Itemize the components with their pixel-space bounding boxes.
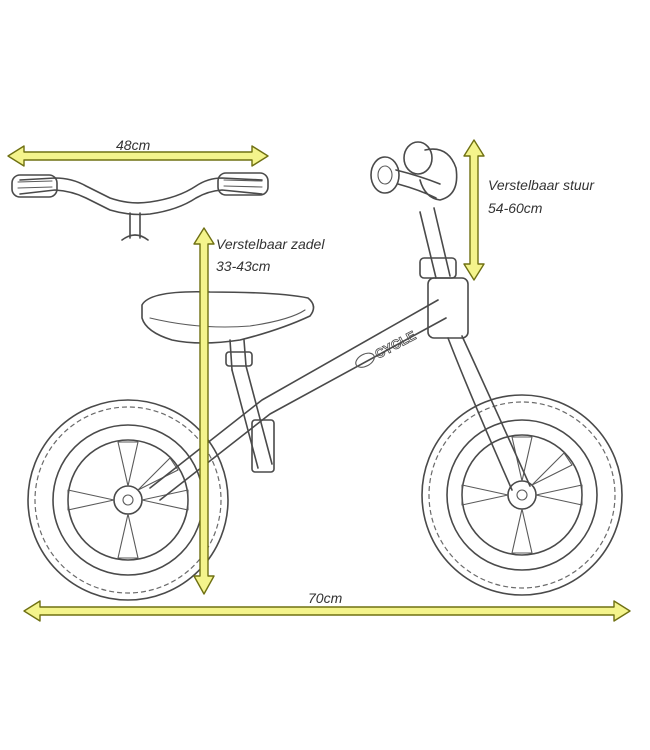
saddle-title-label: Verstelbaar zadel bbox=[216, 236, 325, 252]
saddle-range-label: 33-43cm bbox=[216, 258, 271, 274]
arrow-handlebar-height bbox=[463, 139, 485, 281]
right-grip bbox=[217, 172, 269, 196]
seat-clamp bbox=[251, 419, 275, 473]
handlebar-width-label: 48cm bbox=[116, 137, 151, 153]
arrow-total-length bbox=[23, 600, 631, 622]
saddle bbox=[141, 290, 315, 371]
handlebar-range-label: 54-60cm bbox=[488, 200, 543, 216]
rear-wheel bbox=[27, 399, 229, 601]
handlebar-title-label: Verstelbaar stuur bbox=[488, 177, 595, 193]
handlebar-grip-near bbox=[370, 156, 400, 194]
bike-frame: CYCLE bbox=[149, 207, 531, 501]
frame-logo: CYCLE bbox=[355, 327, 419, 368]
total-length-label: 70cm bbox=[308, 590, 343, 606]
stem-clamp bbox=[419, 257, 457, 279]
saddle-clamp bbox=[225, 351, 253, 367]
arrow-saddle-height bbox=[193, 227, 215, 595]
front-wheel bbox=[421, 394, 623, 596]
handlebar-grip-far bbox=[403, 141, 433, 175]
bike-handlebar bbox=[370, 141, 458, 201]
steering-stem bbox=[419, 207, 451, 279]
head-tube bbox=[427, 277, 469, 339]
left-grip bbox=[11, 174, 58, 198]
handlebar-detail bbox=[11, 172, 269, 241]
arrow-handlebar-width bbox=[7, 145, 269, 167]
handlebar-stem bbox=[121, 212, 149, 241]
